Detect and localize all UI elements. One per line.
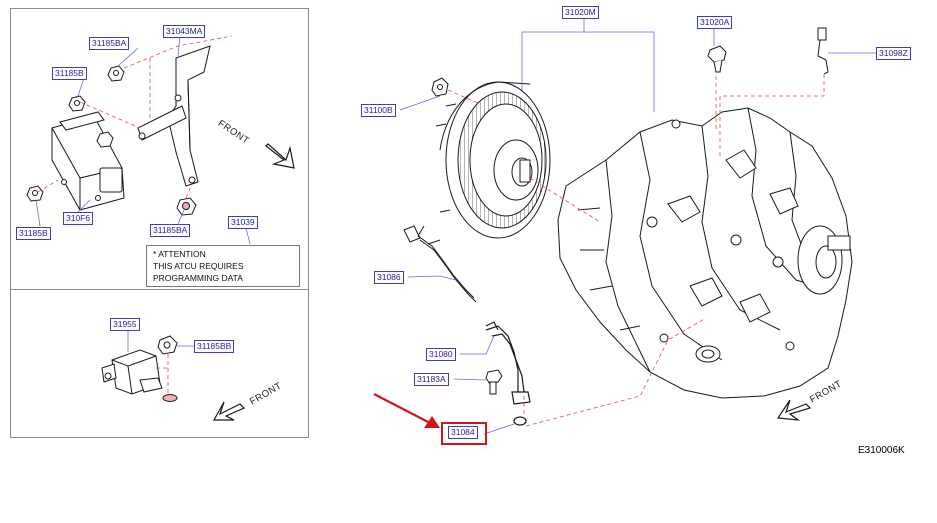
- red-pointer-arrow: [373, 393, 440, 428]
- sensor-31098Z: [817, 27, 829, 75]
- seal-31084: [513, 416, 527, 426]
- part-label-31185BB: 31185BB: [194, 340, 235, 353]
- part-label-310F6: 310F6: [63, 212, 94, 225]
- bottom-left-dashed-lines: [156, 354, 169, 394]
- tube-31080: [485, 321, 531, 405]
- sensor-assembly: [101, 335, 178, 402]
- highlight-box-31084: [441, 422, 487, 445]
- leader-lines: [35, 18, 876, 435]
- atcu-assembly: [26, 45, 211, 216]
- harness-31086: [403, 225, 477, 303]
- part-label-31955: 31955: [110, 318, 140, 331]
- main-dashed-lines: [447, 74, 825, 427]
- part-label-31098Z: 31098Z: [876, 47, 911, 60]
- part-label-31100B: 31100B: [361, 104, 396, 117]
- bottom-left-panel: [10, 289, 309, 438]
- torque-converter: [435, 81, 551, 239]
- attention-note: * ATTENTION THIS ATCU REQUIRES PROGRAMMI…: [146, 245, 300, 287]
- part-label-31185B-b: 31185B: [16, 227, 51, 240]
- part-label-31039: 31039: [228, 216, 258, 229]
- part-label-31086: 31086: [374, 271, 404, 284]
- diagram-code: E310006K: [858, 445, 905, 456]
- bolt-31100B: [431, 77, 449, 97]
- top-left-dashed-lines: [37, 35, 233, 199]
- bolt-31020A: [707, 45, 727, 73]
- part-label-31185B-a: 31185B: [52, 67, 87, 80]
- part-label-31185BA-bottom: 31185BA: [150, 224, 191, 237]
- part-label-31043MA: 31043MA: [163, 25, 206, 38]
- transmission-case: [557, 107, 853, 399]
- part-label-31183A: 31183A: [414, 373, 449, 386]
- attention-note-line2: THIS ATCU REQUIRES: [153, 261, 244, 271]
- part-label-31084: 31084: [448, 426, 478, 439]
- part-label-31080: 31080: [426, 348, 456, 361]
- part-label-31020M: 31020M: [562, 6, 599, 19]
- attention-note-line1: * ATTENTION: [153, 249, 206, 259]
- part-label-31020A: 31020A: [697, 16, 733, 29]
- part-label-31185BA-top: 31185BA: [89, 37, 130, 50]
- bolt-31183A: [485, 369, 503, 395]
- front-arrow-icon: [212, 143, 812, 421]
- attention-note-line3: PROGRAMMING DATA: [153, 273, 243, 283]
